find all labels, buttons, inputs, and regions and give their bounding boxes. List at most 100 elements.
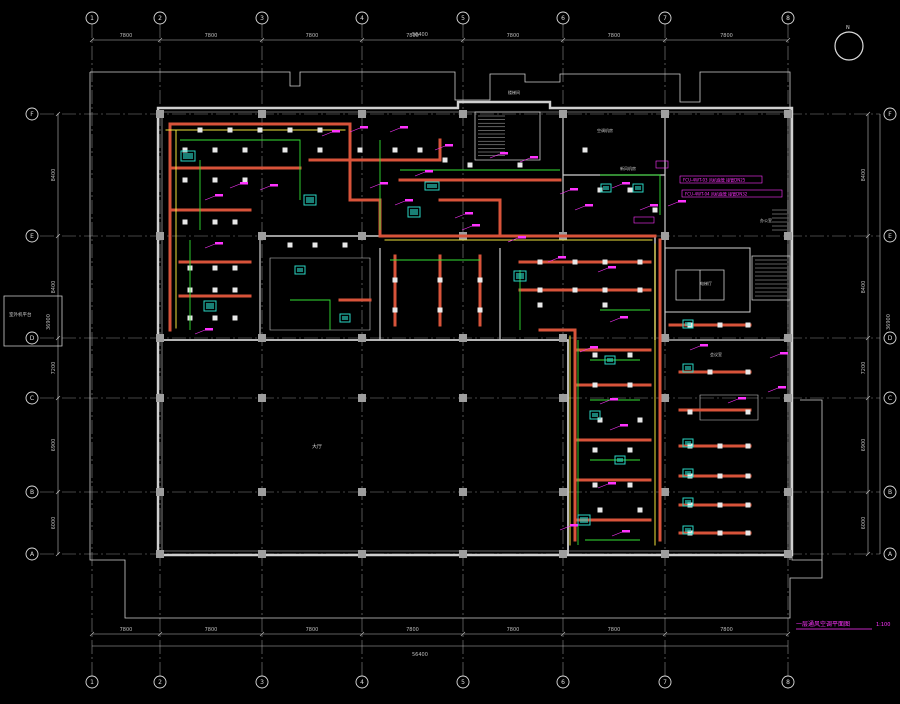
diffuser-17	[342, 242, 348, 248]
diffuser-59	[627, 482, 633, 488]
dimension-lines	[55, 37, 881, 647]
west-platform	[3, 295, 63, 347]
hvac-unit-18	[339, 313, 351, 323]
dim-bottom-5: 7800	[608, 627, 621, 633]
axis-top-1-label: 1	[90, 15, 94, 22]
dim-tick-bottom-0	[89, 631, 95, 637]
diffuser-53	[627, 382, 633, 388]
axis-top-7-label: 7	[663, 15, 667, 22]
diffuser-43	[637, 259, 643, 265]
dim-bottom-2: 7800	[306, 627, 319, 633]
diffuser-14	[232, 219, 238, 225]
grid-lines	[40, 24, 880, 676]
diffuser-72	[687, 473, 693, 479]
column-1	[156, 232, 164, 240]
diffuser-39	[477, 307, 483, 313]
annotation-mark-34	[518, 236, 526, 239]
column-30	[661, 110, 669, 118]
diffuser-0	[197, 127, 203, 133]
total-dim-right: 36900	[886, 314, 892, 330]
diffuser-33	[517, 162, 523, 168]
hvac-unit-4	[513, 270, 527, 282]
column-4	[156, 488, 164, 496]
axis-left-C-circle	[25, 391, 39, 405]
duct-south-main	[538, 328, 577, 542]
hvac-unit-10	[682, 438, 694, 448]
annotation-mark-15	[650, 204, 658, 207]
column-2	[156, 334, 164, 342]
dim-tick-bottom-3	[359, 631, 365, 637]
pink-note-2: FCU-4WT-04 风机盘管 接管DN32	[685, 191, 748, 197]
diffuser-56	[592, 447, 598, 453]
axis-left-E-circle	[25, 229, 39, 243]
annotation-leader-21	[599, 399, 611, 405]
annotation-mark-31	[405, 199, 413, 202]
diffuser-74	[745, 473, 751, 479]
dim-tick-left-2	[55, 335, 61, 341]
diffuser-61	[637, 507, 643, 513]
dim-tick-bottom-7	[785, 631, 791, 637]
corridor-wall	[260, 235, 656, 340]
annotation-leader-30	[369, 183, 381, 189]
dim-top-6: 7800	[720, 33, 733, 39]
total-dim-top: 56400	[412, 32, 428, 38]
axis-top-4-label: 4	[360, 15, 364, 22]
diffuser-32	[467, 162, 473, 168]
pink-note-1: FCU-4WT-03 风机盘管 接管DN25	[683, 177, 746, 183]
diffuser-3	[287, 127, 293, 133]
dim-bottom-0: 7800	[120, 627, 133, 633]
dim-left-1: 8400	[51, 281, 57, 294]
annotation-leader-15	[639, 205, 651, 211]
drawing-scale: 1:100	[876, 622, 890, 628]
axis-right-D-label: D	[888, 335, 893, 342]
column-31	[661, 232, 669, 240]
annotation-leader-20	[579, 347, 591, 353]
east-room-walls	[562, 112, 792, 341]
dim-tick-right-5	[865, 551, 871, 557]
annotation-mark-19	[620, 316, 628, 319]
axis-left-C-label: C	[30, 395, 34, 402]
north-arrow: N	[834, 25, 864, 61]
diffuser-54	[597, 417, 603, 423]
column-3	[156, 394, 164, 402]
column-40	[784, 488, 792, 496]
dim-tick-right-3	[865, 395, 871, 401]
hvac-unit-core-7	[635, 186, 641, 190]
column-15	[358, 394, 366, 402]
column-16	[358, 488, 366, 496]
annotation-leader-31	[394, 200, 406, 206]
annotation-mark-16	[678, 200, 686, 203]
axis-left-A-label: A	[30, 551, 35, 558]
dim-top-0: 7800	[120, 33, 133, 39]
dim-tick-left-0	[55, 111, 61, 117]
dim-tick-bottom-6	[662, 631, 668, 637]
dim-right-1: 8400	[861, 281, 867, 294]
dim-tick-right-0	[865, 111, 871, 117]
diffuser-44	[537, 287, 543, 293]
column-24	[559, 110, 567, 118]
pipe-toilet	[290, 299, 331, 330]
hvac-unit-core-12	[685, 500, 691, 504]
north-arrow-circle	[834, 31, 864, 61]
diffuser-20	[232, 265, 238, 271]
diffuser-66	[745, 369, 751, 375]
column-39	[784, 394, 792, 402]
axis-top-2-circle	[153, 11, 167, 25]
dim-tick-left-3	[55, 395, 61, 401]
north-stair	[474, 111, 541, 161]
axis-right-B-circle	[883, 485, 897, 499]
dim-top-3: 7800	[406, 33, 419, 39]
diffuser-81	[597, 187, 603, 193]
diffuser-50	[592, 352, 598, 358]
dim-right-2: 7200	[861, 362, 867, 375]
dim-tick-top-0	[89, 37, 95, 43]
dim-top-5: 7800	[608, 33, 621, 39]
diffuser-7	[242, 147, 248, 153]
column-5	[156, 550, 164, 558]
annotation-leader-5	[349, 127, 361, 133]
axis-right-E-label: E	[888, 233, 892, 240]
dim-top-4: 7800	[507, 33, 520, 39]
annotation-mark-11	[530, 156, 538, 159]
annotation-leader-34	[507, 237, 519, 243]
column-22	[459, 488, 467, 496]
